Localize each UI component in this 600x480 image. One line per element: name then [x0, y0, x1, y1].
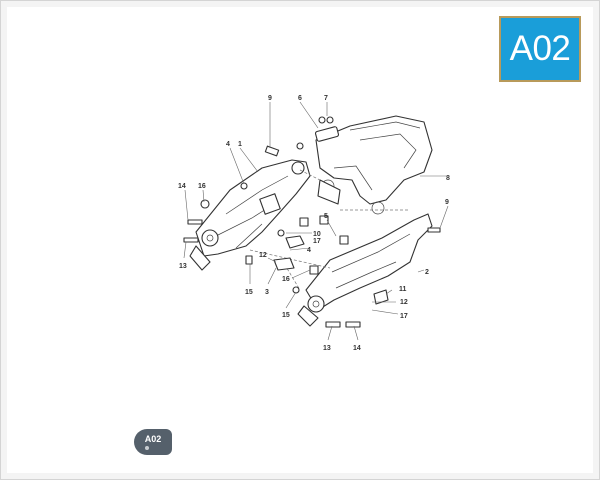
footer-page-tag: A02 — [134, 429, 172, 455]
callout-labels: 9 6 7 4 1 8 14 16 5 9 10 4 17 12 13 15 3… — [178, 95, 450, 352]
rear-subframe-bracket — [315, 115, 433, 215]
callout-5-center: 5 — [324, 213, 328, 220]
footer-page-code: A02 — [144, 434, 162, 444]
left-frame-bracket — [189, 159, 311, 271]
callout-4-center: 4 — [307, 247, 311, 254]
callout-13-left: 13 — [179, 263, 187, 270]
callout-16-center: 16 — [282, 276, 290, 283]
footer-dot-icon — [145, 446, 149, 450]
callout-16-left: 16 — [198, 183, 206, 190]
callout-15-right: 15 — [282, 312, 290, 319]
callout-17-right: 17 — [400, 313, 408, 320]
page-code-badge: A02 — [499, 16, 581, 82]
callout-12-right: 12 — [400, 299, 408, 306]
callout-7: 7 — [324, 95, 328, 102]
callout-13-right: 13 — [323, 345, 331, 352]
callout-1: 1 — [238, 141, 242, 148]
callout-11: 11 — [399, 286, 407, 293]
callout-6: 6 — [298, 95, 302, 102]
callout-3: 3 — [265, 289, 269, 296]
callout-15-left: 15 — [245, 289, 253, 296]
callout-8: 8 — [446, 175, 450, 182]
callout-17-center: 17 — [313, 238, 321, 245]
callout-4-left: 4 — [226, 141, 230, 148]
callout-14-right: 14 — [353, 345, 361, 352]
callout-9-right: 9 — [445, 199, 449, 206]
callout-12-left: 12 — [259, 252, 267, 259]
leader-lines — [183, 101, 449, 341]
callout-9-top: 9 — [268, 95, 272, 102]
right-lower-frame — [297, 213, 433, 327]
callout-2: 2 — [425, 269, 429, 276]
callout-14-left: 14 — [178, 183, 186, 190]
callout-10: 10 — [313, 231, 321, 238]
